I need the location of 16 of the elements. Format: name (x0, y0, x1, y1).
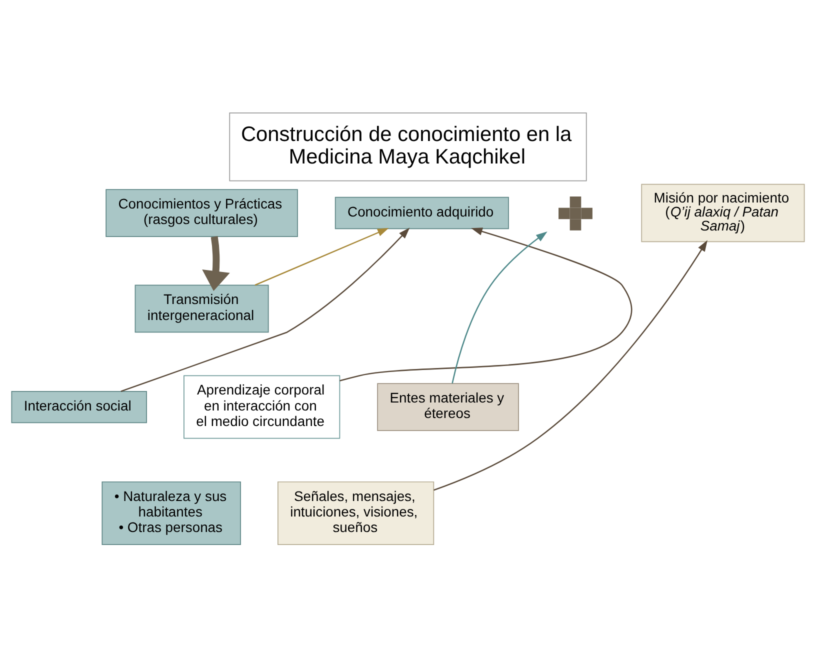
diagram-title: Construcción de conocimiento en la Medicina Maya Kaqchikel (240, 122, 572, 168)
node-box: Conocimiento adquirido (334, 196, 509, 229)
node-box: Misión por nacimiento (Q’ij alaxiq / Patan Samaj) (641, 183, 805, 242)
node-box: Interacción social (11, 390, 147, 423)
arrow (434, 240, 708, 490)
node-box: Conocimientos y Prácticas (rasgos culturales) (106, 188, 298, 236)
node-box: • Naturaleza y sus habitantes • Otras personas (102, 480, 241, 544)
node-box: Entes materiales y étereos (377, 382, 519, 430)
arrow (254, 228, 389, 286)
arrow (452, 230, 548, 383)
arrow (202, 236, 230, 291)
node-box: Aprendizaje corporal en interacción con el medio circundante (184, 374, 340, 438)
node-box: Transmisión intergeneracional (134, 284, 269, 332)
arrow (340, 227, 632, 381)
node-box: Señales, mensajes, intuiciones, visiones, sueños (278, 480, 434, 544)
arrow (120, 227, 410, 392)
